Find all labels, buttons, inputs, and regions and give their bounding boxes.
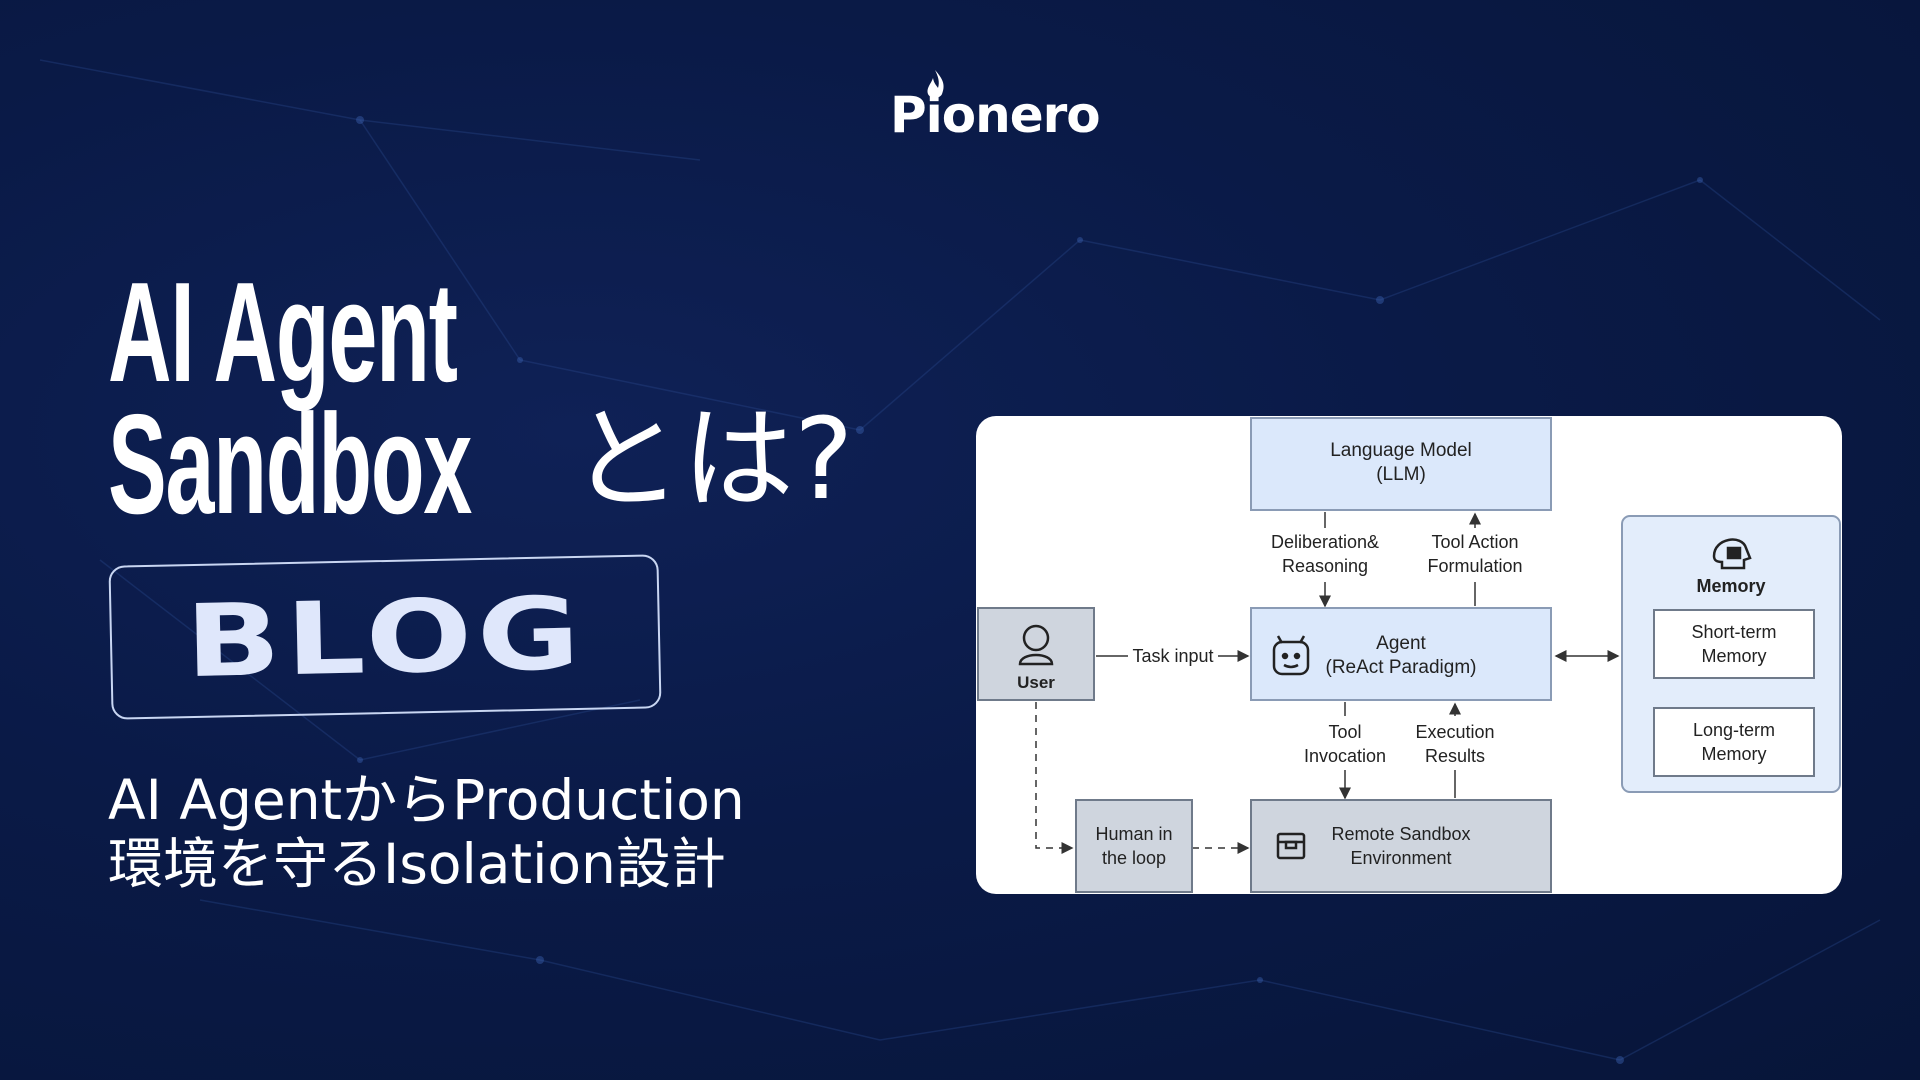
brand-name: Pionero (890, 86, 1101, 144)
short-term-label-1: Short-term (1691, 622, 1776, 642)
sandbox-node: Remote Sandbox Environment (1250, 799, 1552, 893)
tool-action-label-1: Tool Action (1431, 532, 1518, 552)
user-icon (1018, 624, 1054, 666)
long-term-label-2: Memory (1701, 744, 1766, 764)
llm-node: Language Model (LLM) (1250, 417, 1552, 511)
execution-results-label-2: Results (1425, 746, 1485, 766)
title-line-2: Sandbox とは? (108, 394, 853, 536)
agent-label-2: (ReAct Paradigm) (1326, 657, 1477, 678)
deliberation-label-2: Reasoning (1282, 556, 1368, 576)
execution-results-label-1: Execution (1415, 722, 1494, 742)
title-line-2-en: Sandbox (108, 385, 472, 544)
short-term-memory-box (1653, 609, 1815, 679)
architecture-diagram: Language Model (LLM) Deliberation& Reaso… (977, 417, 1841, 893)
tool-action-label-2: Formulation (1427, 556, 1522, 576)
subtitle-line-1: AI AgentからProduction (108, 768, 745, 832)
subtitle-line-2: 環境を守るIsolation設計 (108, 832, 726, 896)
agent-node: Agent (ReAct Paradigm) (1250, 607, 1552, 701)
memory-node: Memory Short-term Memory Long-term Memor… (1621, 515, 1841, 793)
memory-title: Memory (1696, 576, 1765, 596)
human-loop-label-1: Human in (1095, 824, 1172, 844)
llm-label-1: Language Model (1330, 440, 1472, 461)
long-term-label-1: Long-term (1693, 720, 1775, 740)
flame-icon (927, 70, 944, 98)
agent-label-1: Agent (1376, 633, 1426, 654)
long-term-memory-box (1653, 707, 1815, 777)
llm-label-2: (LLM) (1376, 464, 1426, 485)
user-label: User (1017, 673, 1055, 692)
sandbox-box-icon (1276, 832, 1306, 860)
tool-invocation-label-1: Tool (1328, 722, 1361, 742)
short-term-label-2: Memory (1701, 646, 1766, 666)
brand-logo[interactable]: Pionero (880, 68, 1101, 144)
sandbox-label-2: Environment (1350, 848, 1451, 868)
sandbox-label-1: Remote Sandbox (1331, 824, 1470, 844)
title-line-2-jp: とは? (570, 395, 854, 525)
deliberation-label-1: Deliberation& (1271, 532, 1379, 552)
hero-subtitle: AI AgentからProduction 環境を守るIsolation設計 (108, 768, 745, 896)
agent-robot-icon (1272, 635, 1310, 676)
title-line-1: AI Agent (108, 253, 458, 412)
user-node: User (977, 607, 1095, 701)
memory-head-icon (1712, 538, 1752, 570)
task-input-label: Task input (1132, 646, 1213, 666)
architecture-diagram-panel: Language Model (LLM) Deliberation& Reaso… (976, 416, 1842, 894)
user-to-human-arrow (1035, 702, 1074, 854)
human-loop-label-2: the loop (1102, 848, 1166, 868)
tool-invocation-label-2: Invocation (1304, 746, 1386, 766)
blog-badge: BLOG (108, 554, 662, 720)
hero-title: AI Agent Sandbox とは? (108, 253, 853, 536)
human-in-loop-node: Human in the loop (1075, 799, 1193, 893)
blog-badge-label: BLOG (184, 574, 586, 700)
